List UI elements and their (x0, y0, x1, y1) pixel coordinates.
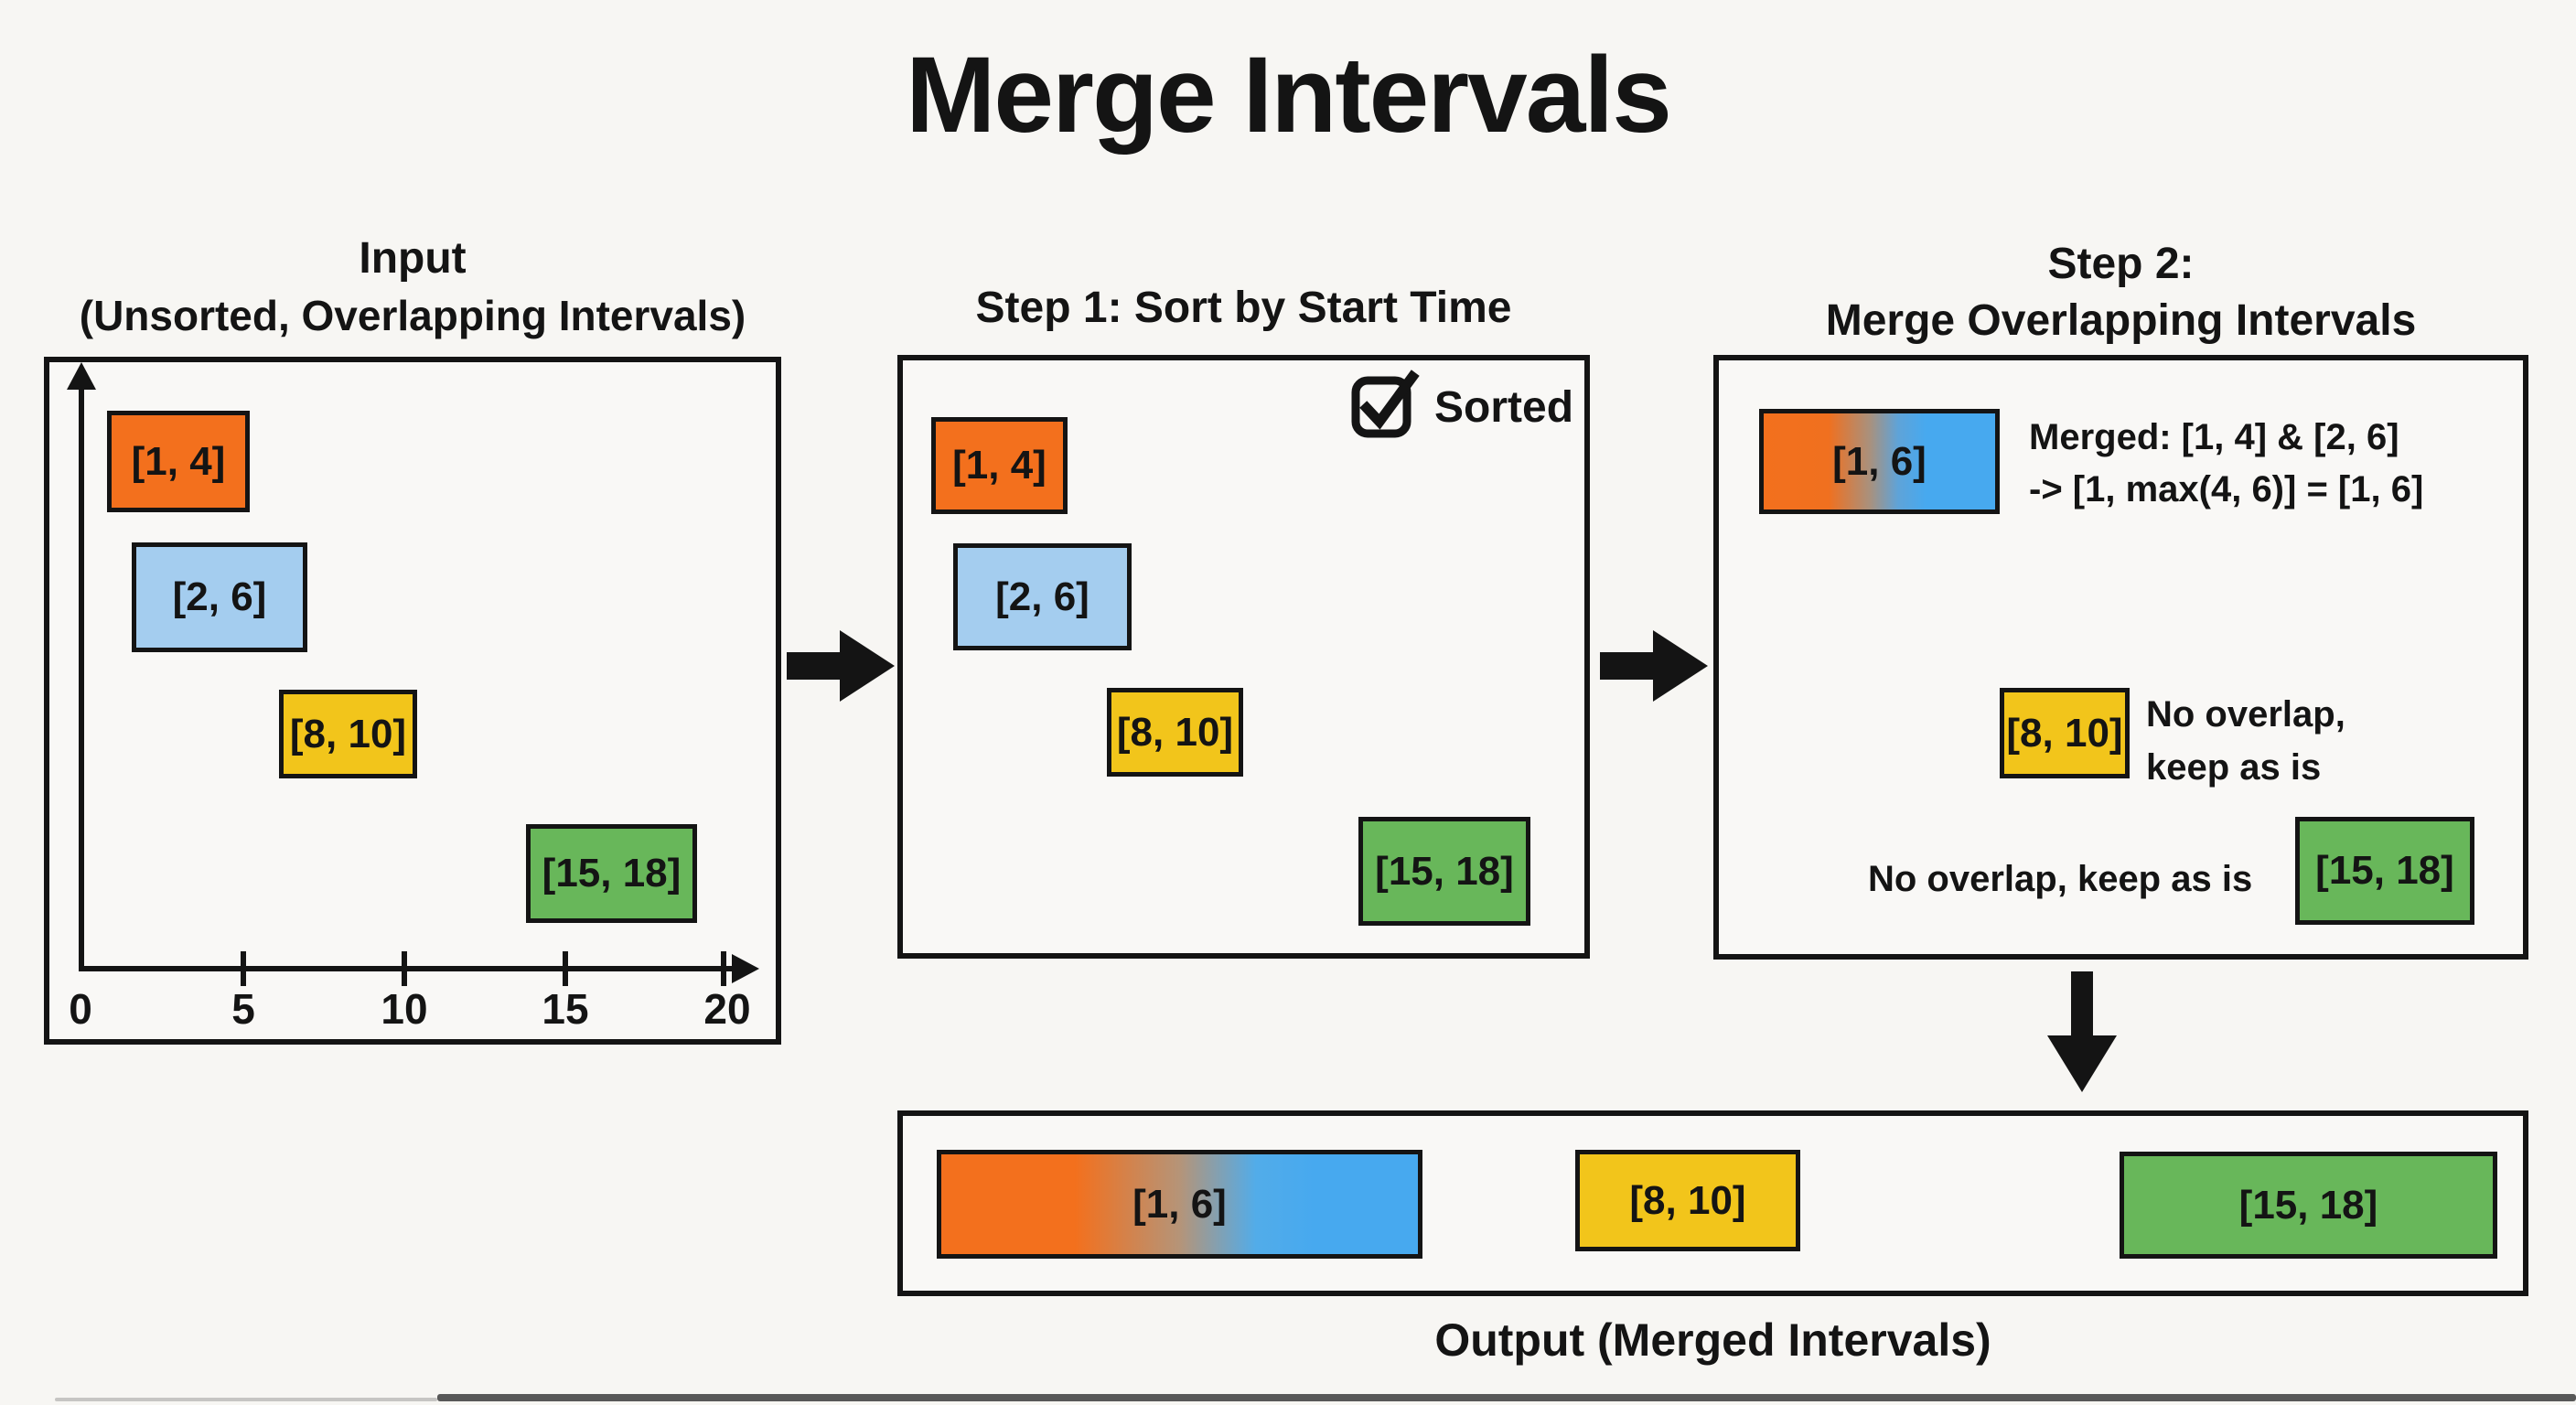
interval-box-8-10: [8, 10] (279, 690, 417, 778)
checkbox-checked-icon (1351, 370, 1420, 438)
x-axis-label-10: 10 (381, 985, 428, 1033)
interval-box-1-4: [1, 4] (107, 411, 250, 512)
no-overlap-note-line1: No overlap, (2146, 694, 2345, 735)
scan-artifact-line (437, 1394, 2576, 1401)
x-axis-label-20: 20 (703, 985, 751, 1033)
interval-box-15-18: [15, 18] (526, 824, 697, 923)
right-arrow-icon (1600, 630, 1708, 702)
x-axis-tick-5 (241, 951, 246, 986)
input-panel-header: Input (Unsorted, Overlapping Intervals) (44, 231, 781, 344)
interval-box-8-10: [8, 10] (2000, 688, 2130, 778)
step1-panel-header: Step 1: Sort by Start Time (897, 280, 1590, 337)
merged-interval-box-1-6: [1, 6] (1759, 409, 2000, 514)
merge-note-line1: Merged: [1, 4] & [2, 6] (2029, 417, 2399, 457)
down-arrow-icon (2047, 971, 2117, 1092)
interval-box-2-6: [2, 6] (953, 543, 1132, 650)
interval-box-2-6: [2, 6] (132, 542, 307, 652)
no-overlap-note: No overlap, keep as is (1868, 859, 2253, 899)
step2-panel-title-line1: Step 2: (2047, 240, 2195, 288)
page-title: Merge Intervals (906, 35, 1672, 156)
x-axis-label-5: 5 (231, 985, 255, 1033)
x-axis-arrow-icon (732, 954, 759, 983)
sorted-label: Sorted (1434, 383, 1574, 432)
interval-box-15-18: [15, 18] (2295, 817, 2474, 925)
interval-box-8-10: [8, 10] (1107, 688, 1243, 777)
y-axis-arrow-icon (67, 362, 96, 390)
x-axis-tick-20 (721, 951, 726, 986)
step1-panel-title: Step 1: Sort by Start Time (975, 284, 1512, 332)
no-overlap-note-line2: keep as is (2146, 747, 2322, 788)
input-panel-subtitle: (Unsorted, Overlapping Intervals) (79, 292, 746, 339)
x-axis-label-15: 15 (542, 985, 589, 1033)
output-caption: Output (Merged Intervals) (1434, 1314, 1991, 1366)
interval-box-15-18: [15, 18] (1358, 817, 1530, 926)
x-axis-tick-15 (563, 951, 568, 986)
x-axis-tick-10 (402, 951, 407, 986)
step2-panel-title-line2: Merge Overlapping Intervals (1825, 296, 2417, 345)
y-axis (79, 379, 84, 970)
x-axis-label-0: 0 (69, 985, 92, 1033)
output-interval-box-1-6: [1, 6] (937, 1150, 1422, 1259)
output-interval-box-15-18: [15, 18] (2120, 1152, 2497, 1259)
output-interval-box-8-10: [8, 10] (1575, 1150, 1800, 1251)
merge-note-line2: -> [1, max(4, 6)] = [1, 6] (2029, 469, 2424, 509)
interval-box-1-4: [1, 4] (931, 417, 1068, 514)
input-panel-title: Input (359, 234, 467, 283)
right-arrow-icon (787, 630, 895, 702)
scan-artifact-line (55, 1398, 437, 1401)
step2-panel-header: Step 2: Merge Overlapping Intervals (1713, 236, 2528, 349)
